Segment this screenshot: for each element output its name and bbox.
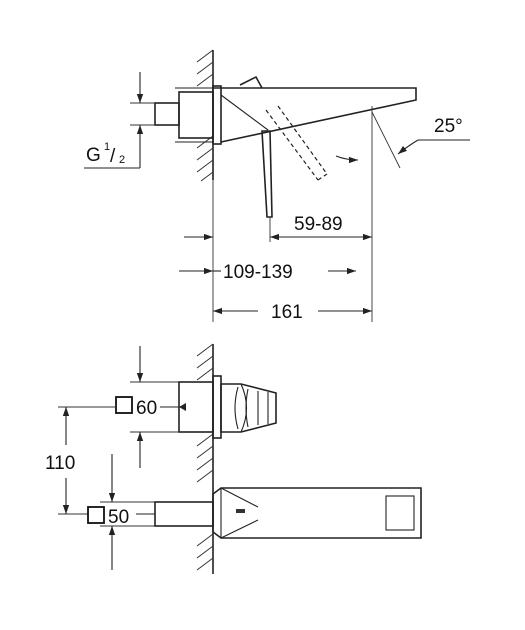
spout-dimension: 50 bbox=[87, 454, 155, 570]
handle-top bbox=[178, 375, 277, 439]
thread-dimension: G 1 / 2 bbox=[84, 72, 155, 169]
angle-annotation: 25° bbox=[335, 111, 470, 169]
wall-top bbox=[196, 343, 214, 574]
logo-mark bbox=[236, 509, 245, 513]
dim-spout-reach: 59-89 bbox=[294, 214, 343, 235]
wall-side bbox=[196, 49, 214, 182]
lever-handle bbox=[239, 75, 328, 218]
dim-total-length: 161 bbox=[271, 302, 303, 323]
square-symbol-icon bbox=[87, 506, 105, 524]
wall-connection-body bbox=[154, 85, 222, 145]
spout-box-label: 50 bbox=[108, 507, 129, 528]
dim-projection: 109-139 bbox=[223, 262, 293, 283]
square-symbol-icon bbox=[115, 396, 133, 414]
dim-vertical: 110 bbox=[45, 453, 75, 474]
angle-label: 25° bbox=[434, 116, 463, 137]
spout-side bbox=[213, 87, 417, 143]
handle-box-label: 60 bbox=[136, 398, 157, 419]
vertical-dimension: 110 bbox=[45, 406, 116, 515]
handle-dimension: 60 bbox=[115, 346, 186, 468]
thread-label-numerator: 1 bbox=[104, 141, 110, 153]
svg-text:/: / bbox=[110, 146, 116, 167]
thread-label: G bbox=[86, 145, 101, 166]
side-dimensions: 59-89 109-139 161 bbox=[179, 106, 373, 323]
spout-top bbox=[154, 487, 422, 539]
top-view: 60 110 50 bbox=[45, 343, 422, 574]
thread-label-denominator: 2 bbox=[119, 154, 125, 166]
side-view: 25° G 1 / 2 59-89 109-139 bbox=[84, 49, 470, 323]
